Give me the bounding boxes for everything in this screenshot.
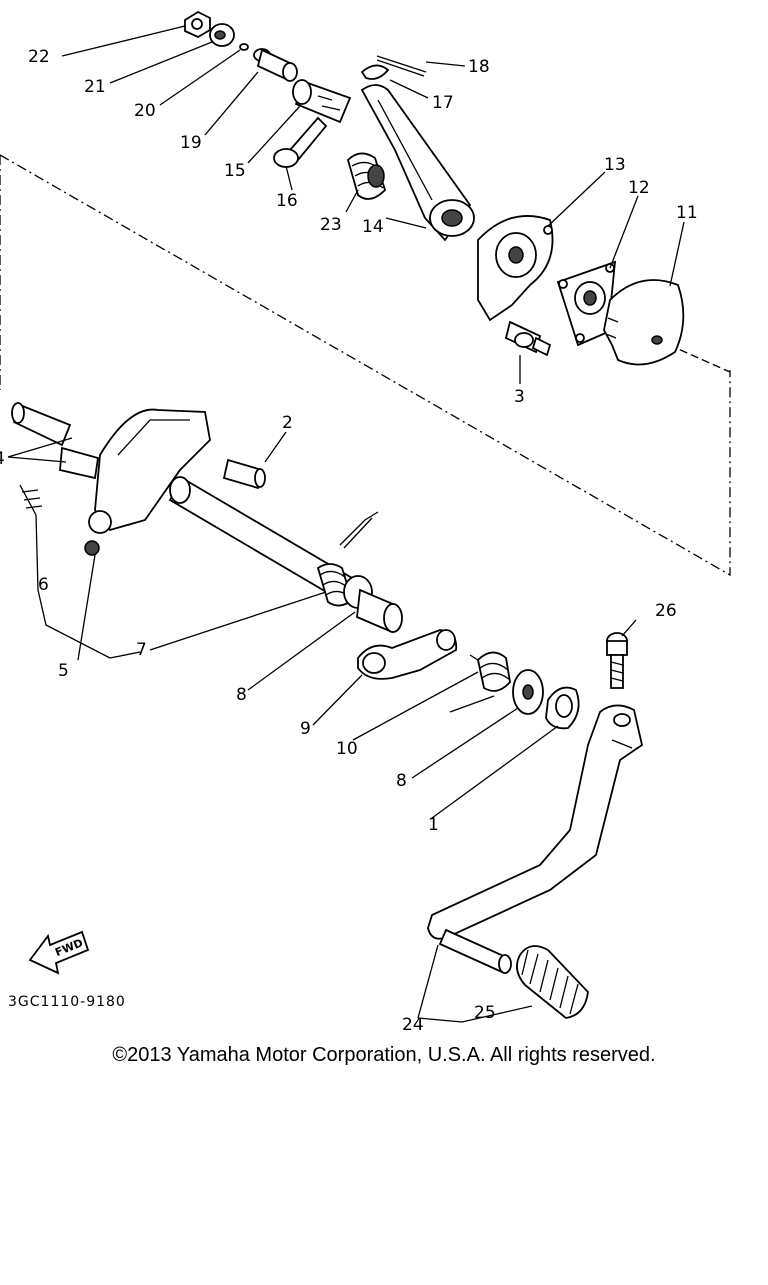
part-pin-2 — [222, 458, 266, 490]
callout-1: 1 — [428, 815, 439, 835]
callout-4: 4 — [0, 449, 5, 469]
part-pin-16 — [273, 116, 328, 168]
callout-22: 22 — [28, 47, 50, 67]
part-stud-3 — [504, 320, 552, 357]
callout-23: 23 — [320, 215, 342, 235]
callouts: 22 21 20 19 15 16 23 18 17 14 13 12 11 3… — [0, 47, 698, 1035]
callout-10: 10 — [336, 739, 358, 759]
part-plate-12 — [556, 260, 617, 347]
part-nut-22 — [184, 10, 211, 39]
part-joint-15 — [292, 79, 352, 124]
callout-17: 17 — [432, 93, 454, 113]
part-clip-17 — [360, 64, 390, 80]
callout-5: 5 — [58, 661, 69, 681]
callout-6: 6 — [38, 575, 49, 595]
callout-18: 18 — [468, 57, 490, 77]
callout-8-lower: 8 — [396, 771, 407, 791]
callout-9: 9 — [300, 719, 311, 739]
callout-26: 26 — [655, 601, 677, 621]
part-pawl-5 — [84, 510, 112, 556]
callout-8-upper: 8 — [236, 685, 247, 705]
part-bolt-26 — [606, 632, 628, 689]
part-washer-21 — [209, 23, 235, 47]
part-plate-13 — [477, 215, 554, 322]
callout-12: 12 — [628, 178, 650, 198]
part-rubber-25 — [516, 945, 589, 1019]
part-spline-end — [343, 575, 403, 634]
callout-13: 13 — [604, 155, 626, 175]
part-spring-6 — [19, 484, 43, 516]
part-spring-23 — [346, 152, 387, 200]
callout-2: 2 — [282, 413, 293, 433]
callout-21: 21 — [84, 77, 106, 97]
callout-3: 3 — [514, 387, 525, 407]
callout-19: 19 — [180, 133, 202, 153]
part-shift-fork-4 — [59, 408, 211, 532]
part-washer-8 — [512, 669, 544, 715]
part-seal-1 — [545, 686, 580, 730]
callout-7: 7 — [136, 640, 147, 660]
callout-15: 15 — [224, 161, 246, 181]
part-cam-11 — [603, 279, 685, 366]
callout-11: 11 — [676, 203, 698, 223]
callout-14: 14 — [362, 217, 384, 237]
part-shift-pedal-24 — [427, 704, 644, 974]
callout-25: 25 — [474, 1003, 496, 1023]
part-arm-14 — [360, 84, 475, 242]
callout-16: 16 — [276, 191, 298, 211]
part-spring-10 — [449, 651, 511, 713]
copyright-notice: ©2013 Yamaha Motor Corporation, U.S.A. A… — [112, 1044, 656, 1066]
callout-24: 24 — [402, 1015, 424, 1035]
leader-lines — [7, 25, 685, 1023]
fwd-arrow-icon: FWD — [28, 930, 90, 975]
part-cotter-18 — [376, 55, 427, 77]
callout-20: 20 — [134, 101, 156, 121]
part-clip-20 — [239, 43, 249, 51]
part-bolt-19 — [253, 48, 298, 82]
part-lever-9 — [357, 629, 458, 680]
drawing-code: 3GC1110-9180 — [8, 994, 126, 1010]
